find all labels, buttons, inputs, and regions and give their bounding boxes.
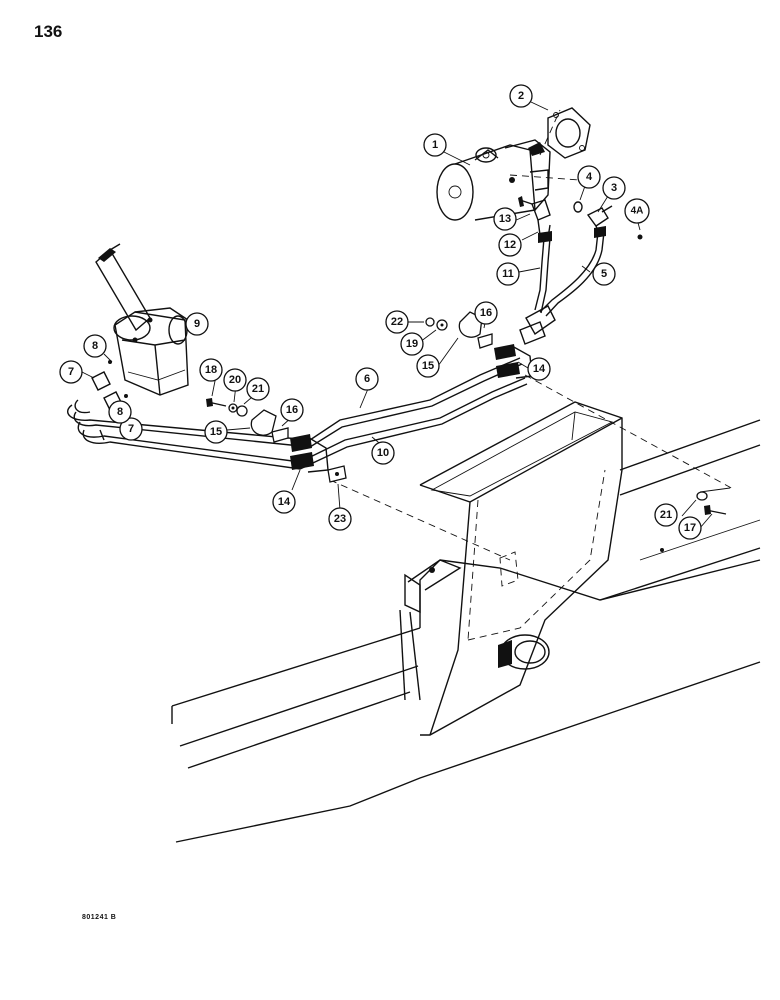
callout-label: 19 bbox=[406, 338, 418, 350]
callout-8a: 8 bbox=[83, 334, 107, 358]
callout-14b: 14 bbox=[527, 357, 551, 381]
callout-22: 22 bbox=[385, 310, 409, 334]
callout-label: 21 bbox=[252, 383, 264, 395]
callout-5: 5 bbox=[592, 262, 616, 286]
control-valve bbox=[95, 243, 189, 396]
callout-label: 15 bbox=[422, 360, 434, 372]
callout-label: 4 bbox=[586, 171, 593, 183]
callout-label: 20 bbox=[229, 374, 241, 386]
callout-label: 21 bbox=[660, 509, 672, 521]
callout-21a: 21 bbox=[246, 377, 270, 401]
callout-13: 13 bbox=[493, 207, 517, 231]
callout-label: 7 bbox=[68, 366, 74, 378]
callout-16a: 16 bbox=[280, 398, 304, 422]
callout-20: 20 bbox=[223, 368, 247, 392]
callout-label: 16 bbox=[480, 307, 492, 319]
callout-label: 13 bbox=[499, 213, 511, 225]
callout-9: 9 bbox=[185, 312, 209, 336]
tubes bbox=[67, 357, 528, 470]
callout-label: 22 bbox=[391, 316, 403, 328]
callout-15b: 15 bbox=[416, 354, 440, 378]
callout-label: 5 bbox=[601, 268, 607, 280]
callout-7b: 7 bbox=[119, 417, 143, 441]
callout-label: 8 bbox=[92, 340, 98, 352]
callout-23: 23 bbox=[328, 507, 352, 531]
callout-label: 7 bbox=[128, 423, 134, 435]
callout-16b: 16 bbox=[474, 301, 498, 325]
hoses bbox=[519, 226, 606, 345]
callout-label: 1 bbox=[432, 139, 438, 151]
frame-rail bbox=[171, 419, 761, 843]
callout-4a: 4A bbox=[624, 198, 650, 224]
callout-1: 1 bbox=[423, 133, 447, 157]
callout-label: 12 bbox=[504, 239, 516, 251]
callout-label: 3 bbox=[611, 182, 617, 194]
drawing-code: 801241 B bbox=[82, 914, 117, 921]
callout-label: 11 bbox=[502, 268, 514, 280]
callout-label: 6 bbox=[364, 373, 370, 385]
callout-label: 2 bbox=[518, 90, 524, 102]
callout-label: 9 bbox=[194, 318, 200, 330]
callout-label: 14 bbox=[278, 496, 291, 508]
callout-14a: 14 bbox=[272, 490, 296, 514]
callout-4: 4 bbox=[577, 165, 601, 189]
callout-label: 16 bbox=[286, 404, 298, 416]
callout-label: 23 bbox=[334, 513, 346, 525]
callout-7a: 7 bbox=[59, 360, 83, 384]
callout-label: 15 bbox=[210, 426, 222, 438]
callout-12: 12 bbox=[498, 233, 522, 257]
callout-8b: 8 bbox=[108, 400, 132, 424]
callout-label: 18 bbox=[205, 364, 217, 376]
callout-21b: 21 bbox=[654, 503, 678, 527]
gasket bbox=[547, 107, 591, 159]
callout-6: 6 bbox=[355, 367, 379, 391]
tank-housing bbox=[399, 401, 623, 736]
callout-3: 3 bbox=[602, 176, 626, 200]
callout-label: 10 bbox=[377, 447, 389, 459]
callout-label: 4A bbox=[631, 206, 644, 217]
page-number: 136 bbox=[34, 22, 63, 41]
callout-15a: 15 bbox=[204, 420, 228, 444]
callout-2: 2 bbox=[509, 84, 533, 108]
callout-label: 17 bbox=[684, 522, 696, 534]
callout-label: 8 bbox=[117, 406, 123, 418]
callout-18: 18 bbox=[199, 358, 223, 382]
callout-17: 17 bbox=[678, 516, 702, 540]
callout-10: 10 bbox=[371, 441, 395, 465]
callout-19: 19 bbox=[400, 332, 424, 356]
callout-label: 14 bbox=[533, 363, 546, 375]
callout-11: 11 bbox=[496, 262, 520, 286]
tube-clamps bbox=[290, 344, 533, 473]
hardware bbox=[206, 317, 731, 515]
